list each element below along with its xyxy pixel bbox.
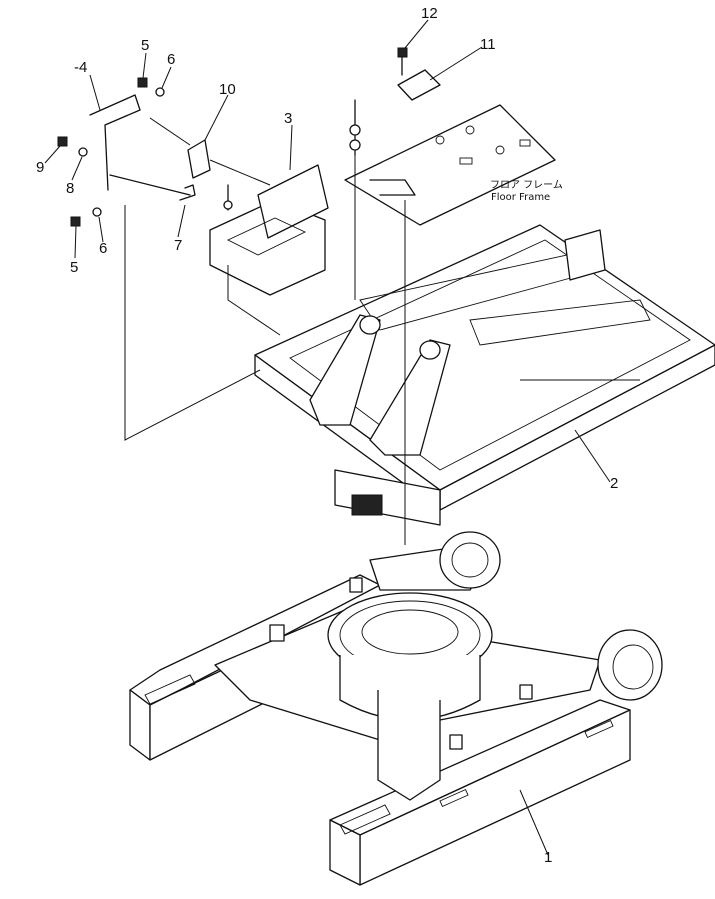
callout-10: 10 [219, 81, 236, 98]
callout-5-top: 5 [141, 37, 149, 54]
callout-3: 3 [284, 110, 292, 127]
callout-leaders [44, 19, 611, 856]
callout-9: 9 [36, 159, 44, 176]
callout-6-top: 6 [167, 51, 175, 68]
floor-frame-label-english: Floor Frame [491, 192, 550, 203]
callout-7: 7 [174, 237, 182, 254]
callout-12: 12 [421, 5, 438, 22]
callout-4: -4 [74, 59, 87, 76]
revolving-frame-part-2 [254, 224, 715, 526]
track-frame-part-1 [129, 531, 663, 886]
floor-frame-plate [344, 69, 556, 226]
callout-8: 8 [66, 180, 74, 197]
floor-frame-label-japanese: フロア フレーム [490, 179, 563, 191]
assembly-lines [124, 117, 406, 545]
callout-labels: 1 2 3 -4 5 6 5 6 7 8 9 10 11 12 [36, 5, 618, 866]
box-part-3 [209, 164, 329, 296]
callout-2: 2 [610, 475, 618, 492]
callout-11: 11 [480, 36, 496, 53]
floor-frame-label: フロア フレーム Floor Frame [490, 179, 563, 203]
callout-1: 1 [544, 849, 552, 866]
hardware-parts [57, 47, 408, 227]
callout-6-bottom: 6 [99, 240, 107, 257]
callout-5-bottom: 5 [70, 259, 78, 276]
